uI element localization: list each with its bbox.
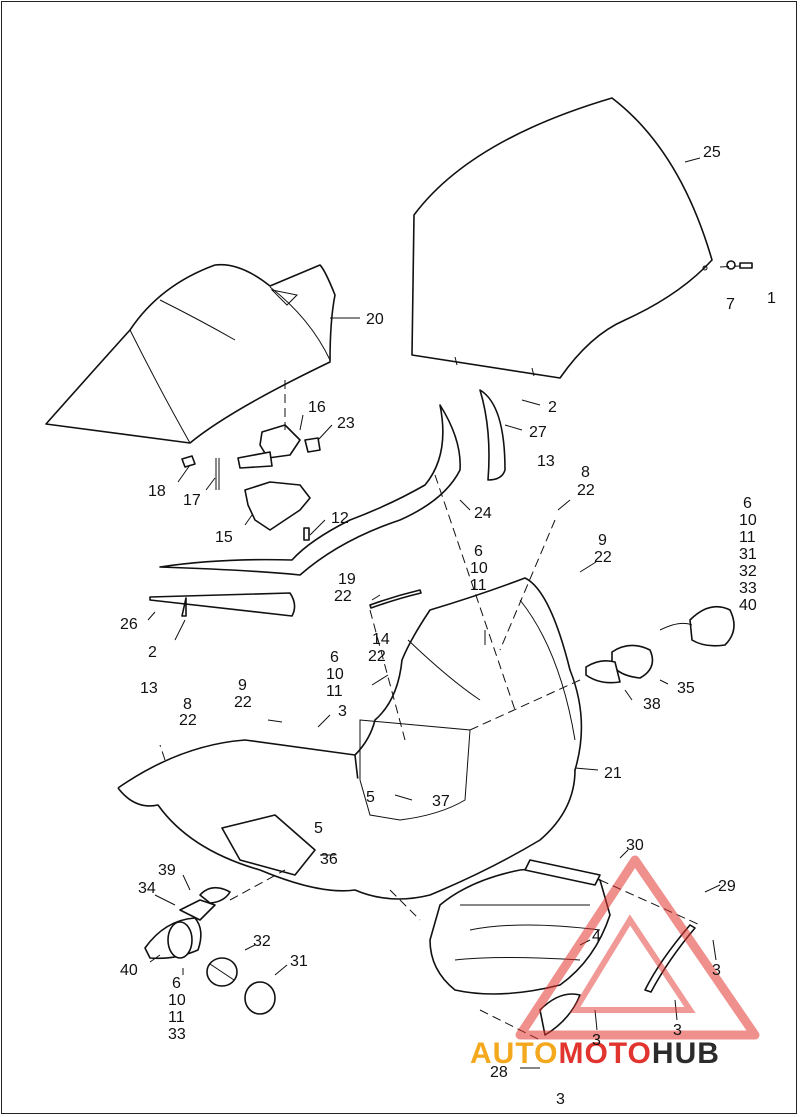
callout-22d: 22 [368, 648, 386, 665]
callout-39: 39 [158, 862, 176, 879]
callout-34: 34 [138, 880, 156, 897]
callout-3e: 3 [556, 1091, 565, 1108]
callout-36: 36 [320, 851, 338, 868]
callout-17: 17 [183, 492, 201, 509]
callout-32a: 32 [739, 563, 757, 580]
callout-33b: 33 [168, 1026, 186, 1043]
callout-20: 20 [366, 311, 384, 328]
callout-11a: 11 [739, 529, 756, 546]
callout-7: 7 [726, 296, 735, 313]
callout-3d: 3 [592, 1032, 601, 1049]
callout-10c: 10 [326, 666, 344, 683]
callout-9b: 9 [238, 677, 247, 694]
callout-12: 12 [331, 510, 349, 527]
screw-1 [726, 260, 753, 270]
callout-13b: 13 [140, 680, 158, 697]
callout-6b: 6 [474, 543, 483, 560]
callout-5a: 5 [366, 789, 375, 806]
callout-38: 38 [643, 696, 661, 713]
lower-trim [149, 589, 422, 617]
callout-22a: 22 [577, 482, 595, 499]
callout-11d: 11 [168, 1009, 185, 1026]
outer-fairing [117, 577, 583, 900]
mirror-bracket-assembly [181, 424, 321, 541]
watermark-auto: AUTO [470, 1037, 558, 1070]
callout-22b: 22 [594, 549, 612, 566]
callout-31a: 31 [739, 546, 757, 563]
callout-8a: 8 [581, 464, 590, 481]
callout-16: 16 [308, 399, 326, 416]
callout-27: 27 [529, 424, 547, 441]
callout-22c: 22 [334, 588, 352, 605]
callout-33a: 33 [739, 580, 757, 597]
trim-ring [539, 924, 696, 1036]
callout-3b: 3 [712, 962, 721, 979]
callout-21: 21 [604, 765, 622, 782]
callout-40a: 40 [739, 597, 757, 614]
automotohub-watermark: AUTOMOTOHUB [470, 855, 760, 1070]
svg-text:AUTOMOTOHUB: AUTOMOTOHUB [470, 1037, 720, 1070]
callout-8b: 8 [183, 696, 192, 713]
callout-28: 28 [490, 1064, 508, 1081]
callout-labels: 25 1 7 20 16 23 18 17 15 12 2 27 24 13 8… [120, 144, 776, 1108]
callout-25: 25 [703, 144, 721, 161]
callout-10a: 10 [739, 512, 757, 529]
callout-5b: 5 [314, 820, 323, 837]
fairing-trim-strip [159, 389, 506, 576]
callout-22e: 22 [179, 712, 197, 729]
callout-24: 24 [474, 505, 492, 522]
callout-40b: 40 [120, 962, 138, 979]
callout-35: 35 [677, 680, 695, 697]
callout-32b: 32 [253, 933, 271, 950]
watermark-hub: HUB [652, 1037, 720, 1070]
callout-10d: 10 [168, 992, 186, 1009]
lens-31 [244, 981, 276, 1015]
callout-15: 15 [215, 529, 233, 546]
callout-18: 18 [148, 483, 166, 500]
inner-fairing-cap [45, 263, 336, 444]
callout-31b: 31 [290, 953, 308, 970]
callout-30: 30 [626, 837, 644, 854]
callout-2b: 2 [148, 644, 157, 661]
callout-2a: 2 [548, 399, 557, 416]
callout-6c: 6 [330, 649, 339, 666]
callout-1: 1 [767, 290, 776, 307]
assembly-lines [159, 265, 741, 1041]
callout-11c: 11 [326, 683, 343, 700]
callout-9a: 9 [598, 532, 607, 549]
left-turn-signal [144, 886, 231, 960]
callout-14: 14 [372, 631, 390, 648]
callout-26: 26 [120, 616, 138, 633]
leader-lines [147, 157, 721, 1069]
callout-3c: 3 [673, 1022, 682, 1039]
callout-22f: 22 [234, 694, 252, 711]
callout-29: 29 [718, 878, 736, 895]
windshield [411, 97, 713, 379]
callout-6a: 6 [743, 495, 752, 512]
callout-3a: 3 [338, 703, 347, 720]
callout-13a: 13 [537, 453, 555, 470]
callout-4: 4 [592, 928, 601, 945]
callout-11b: 11 [470, 577, 487, 594]
callout-10b: 10 [470, 560, 488, 577]
callout-37: 37 [432, 793, 450, 810]
callout-6d: 6 [172, 975, 181, 992]
watermark-moto: MOTO [558, 1037, 651, 1070]
lamp-socket-32 [206, 957, 238, 987]
right-turn-signal [585, 605, 735, 684]
callout-23: 23 [337, 415, 355, 432]
callout-19: 19 [338, 571, 356, 588]
